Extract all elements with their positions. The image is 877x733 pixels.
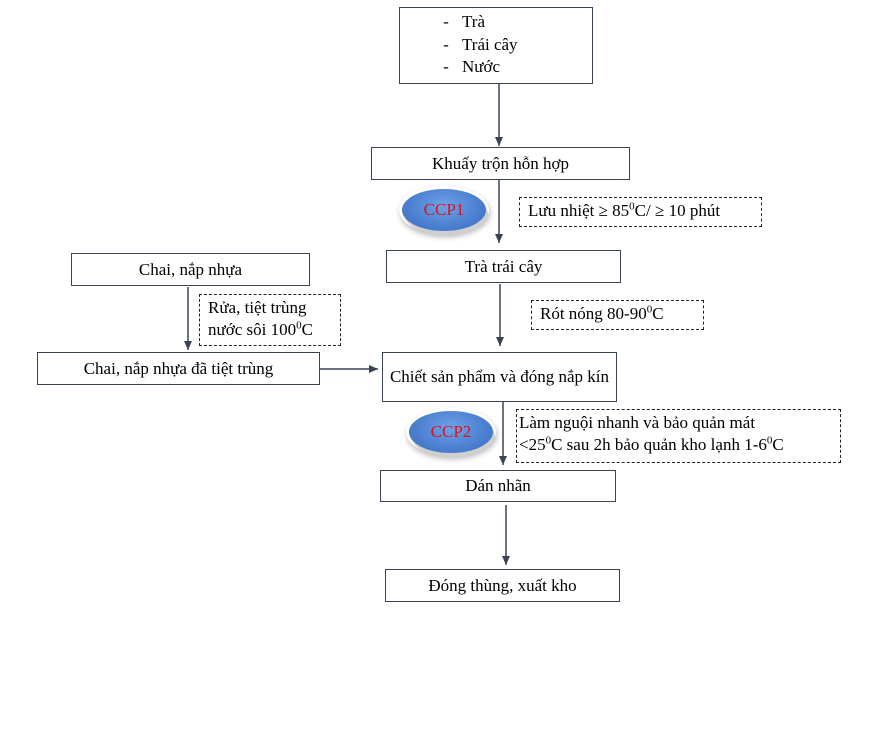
note-hot-fill: Rót nóng 80-900C	[531, 300, 704, 330]
step-fruit-tea: Trà trái cây	[386, 250, 621, 283]
step-label: Dán nhãn	[380, 470, 616, 502]
ingredients-box: -Trà -Trái cây -Nước	[399, 7, 593, 84]
ingredients-list: -Trà -Trái cây -Nước	[430, 11, 518, 79]
step-pack-ship: Đóng thùng, xuất kho	[385, 569, 620, 602]
ingredient-item: -Trái cây	[443, 34, 518, 54]
note-ccp1-holding: Lưu nhiệt ≥ 850C/ ≥ 10 phút	[519, 197, 762, 227]
ingredient-item: -Nước	[443, 57, 501, 76]
step-bottle: Chai, nắp nhựa	[71, 253, 310, 286]
ccp1-badge: CCP1	[402, 189, 486, 231]
ingredient-item: -Trà	[443, 12, 485, 31]
ccp2-badge: CCP2	[409, 411, 493, 453]
step-mix: Khuấy trộn hỗn hợp	[371, 147, 630, 180]
note-cooling-storage: Làm nguội nhanh và bảo quản mát <250C sa…	[516, 409, 841, 463]
step-fill-seal: Chiết sản phẩm và đóng nắp kín	[382, 352, 617, 402]
step-bottle-sterilized: Chai, nắp nhựa đã tiệt trùng	[37, 352, 320, 385]
note-wash-sterilize: Rửa, tiệt trùng nước sôi 1000C	[199, 294, 341, 346]
